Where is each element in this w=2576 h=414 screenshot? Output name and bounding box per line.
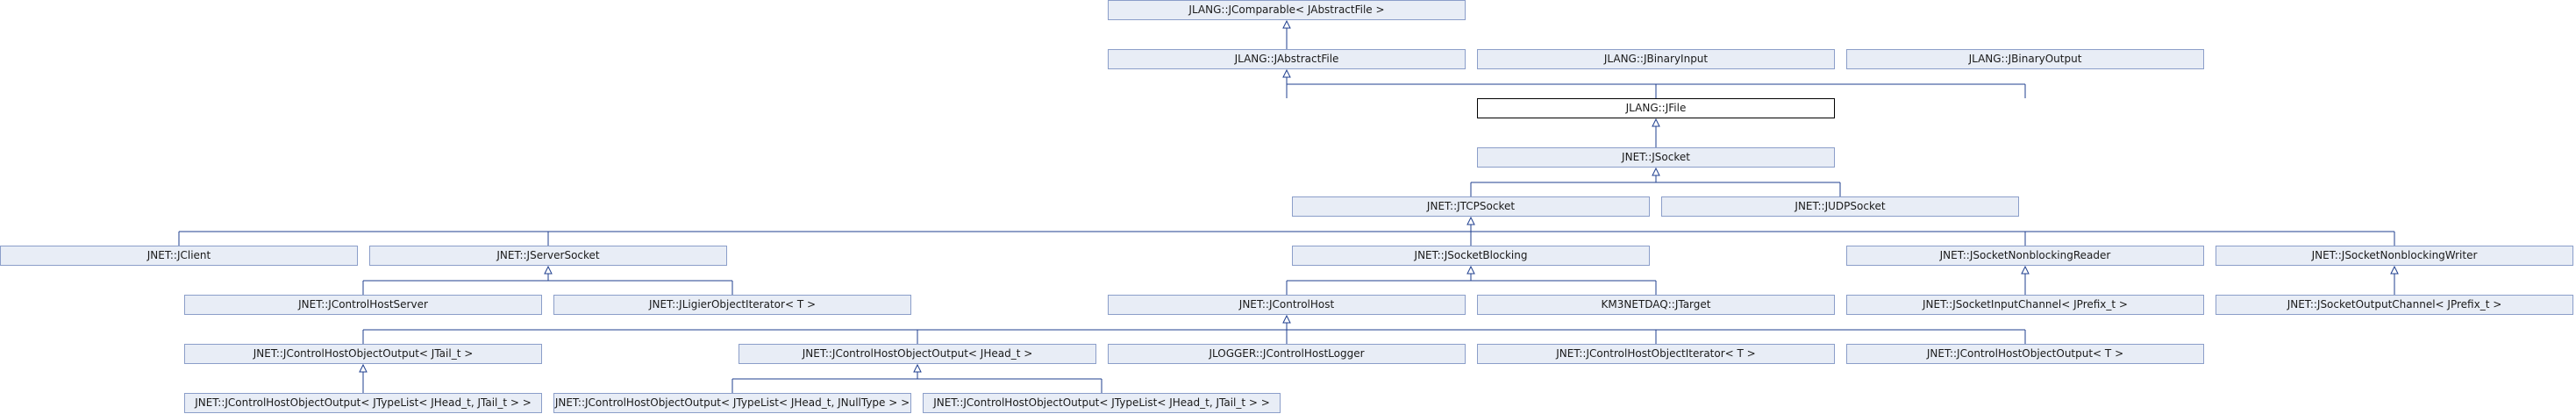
node-jcontrolhost[interactable]: JNET::JControlHost — [1108, 295, 1466, 315]
node-jchoo-typelist-jhead-jtail-a[interactable]: JNET::JControlHostObjectOutput< JTypeLis… — [184, 393, 542, 413]
inheritance-arrowhead — [544, 265, 553, 275]
node-jligierobjectiterator[interactable]: JNET::JLigierObjectIterator< T > — [553, 295, 911, 315]
node-jserversocket[interactable]: JNET::JServerSocket — [369, 246, 727, 266]
inheritance-arrowhead — [913, 363, 922, 373]
node-jsocket[interactable]: JNET::JSocket — [1477, 147, 1835, 168]
inheritance-arrowhead — [1282, 314, 1291, 324]
node-km3netdaq-jtarget[interactable]: KM3NETDAQ::JTarget — [1477, 295, 1835, 315]
node-jsocketblocking[interactable]: JNET::JSocketBlocking — [1292, 246, 1650, 266]
node-jchoo-t[interactable]: JNET::JControlHostObjectOutput< T > — [1846, 344, 2204, 364]
node-jcomparable[interactable]: JLANG::JComparable< JAbstractFile > — [1108, 0, 1466, 20]
inheritance-arrowhead — [359, 363, 367, 373]
node-jclient[interactable]: JNET::JClient — [0, 246, 358, 266]
node-judpsocket[interactable]: JNET::JUDPSocket — [1661, 196, 2019, 217]
inheritance-arrowhead — [1652, 118, 1660, 127]
node-jchoo-typelist-jhead-jnulltype[interactable]: JNET::JControlHostObjectOutput< JTypeLis… — [553, 393, 911, 413]
node-jsocketnonblockingwriter[interactable]: JNET::JSocketNonblockingWriter — [2216, 246, 2573, 266]
node-jsocketinputchannel[interactable]: JNET::JSocketInputChannel< JPrefix_t > — [1846, 295, 2204, 315]
node-jchoo-jtail[interactable]: JNET::JControlHostObjectOutput< JTail_t … — [184, 344, 542, 364]
node-jtcpsocket[interactable]: JNET::JTCPSocket — [1292, 196, 1650, 217]
node-jfile-current: JLANG::JFile — [1477, 98, 1835, 118]
inheritance-arrowhead — [1282, 68, 1291, 78]
node-jbinaryoutput[interactable]: JLANG::JBinaryOutput — [1846, 49, 2204, 69]
node-jsocketoutputchannel[interactable]: JNET::JSocketOutputChannel< JPrefix_t > — [2216, 295, 2573, 315]
inheritance-arrowhead — [1466, 265, 1475, 275]
node-jchoo-typelist-jhead-jtail-b[interactable]: JNET::JControlHostObjectOutput< JTypeLis… — [923, 393, 1281, 413]
inheritance-arrowhead — [1466, 216, 1475, 225]
node-jchoo-jhead[interactable]: JNET::JControlHostObjectOutput< JHead_t … — [739, 344, 1096, 364]
inheritance-arrowhead — [2390, 265, 2399, 275]
node-jcontrolhostserver[interactable]: JNET::JControlHostServer — [184, 295, 542, 315]
inheritance-arrowhead — [1282, 19, 1291, 29]
inheritance-arrowhead — [1652, 167, 1660, 176]
node-jbinaryinput[interactable]: JLANG::JBinaryInput — [1477, 49, 1835, 69]
node-jsocketnonblockingreader[interactable]: JNET::JSocketNonblockingReader — [1846, 246, 2204, 266]
node-jabstractfile[interactable]: JLANG::JAbstractFile — [1108, 49, 1466, 69]
node-jcontrolhostobjectiterator[interactable]: JNET::JControlHostObjectIterator< T > — [1477, 344, 1835, 364]
node-jcontrolhostlogger[interactable]: JLOGGER::JControlHostLogger — [1108, 344, 1466, 364]
inheritance-arrowhead — [2021, 265, 2030, 275]
